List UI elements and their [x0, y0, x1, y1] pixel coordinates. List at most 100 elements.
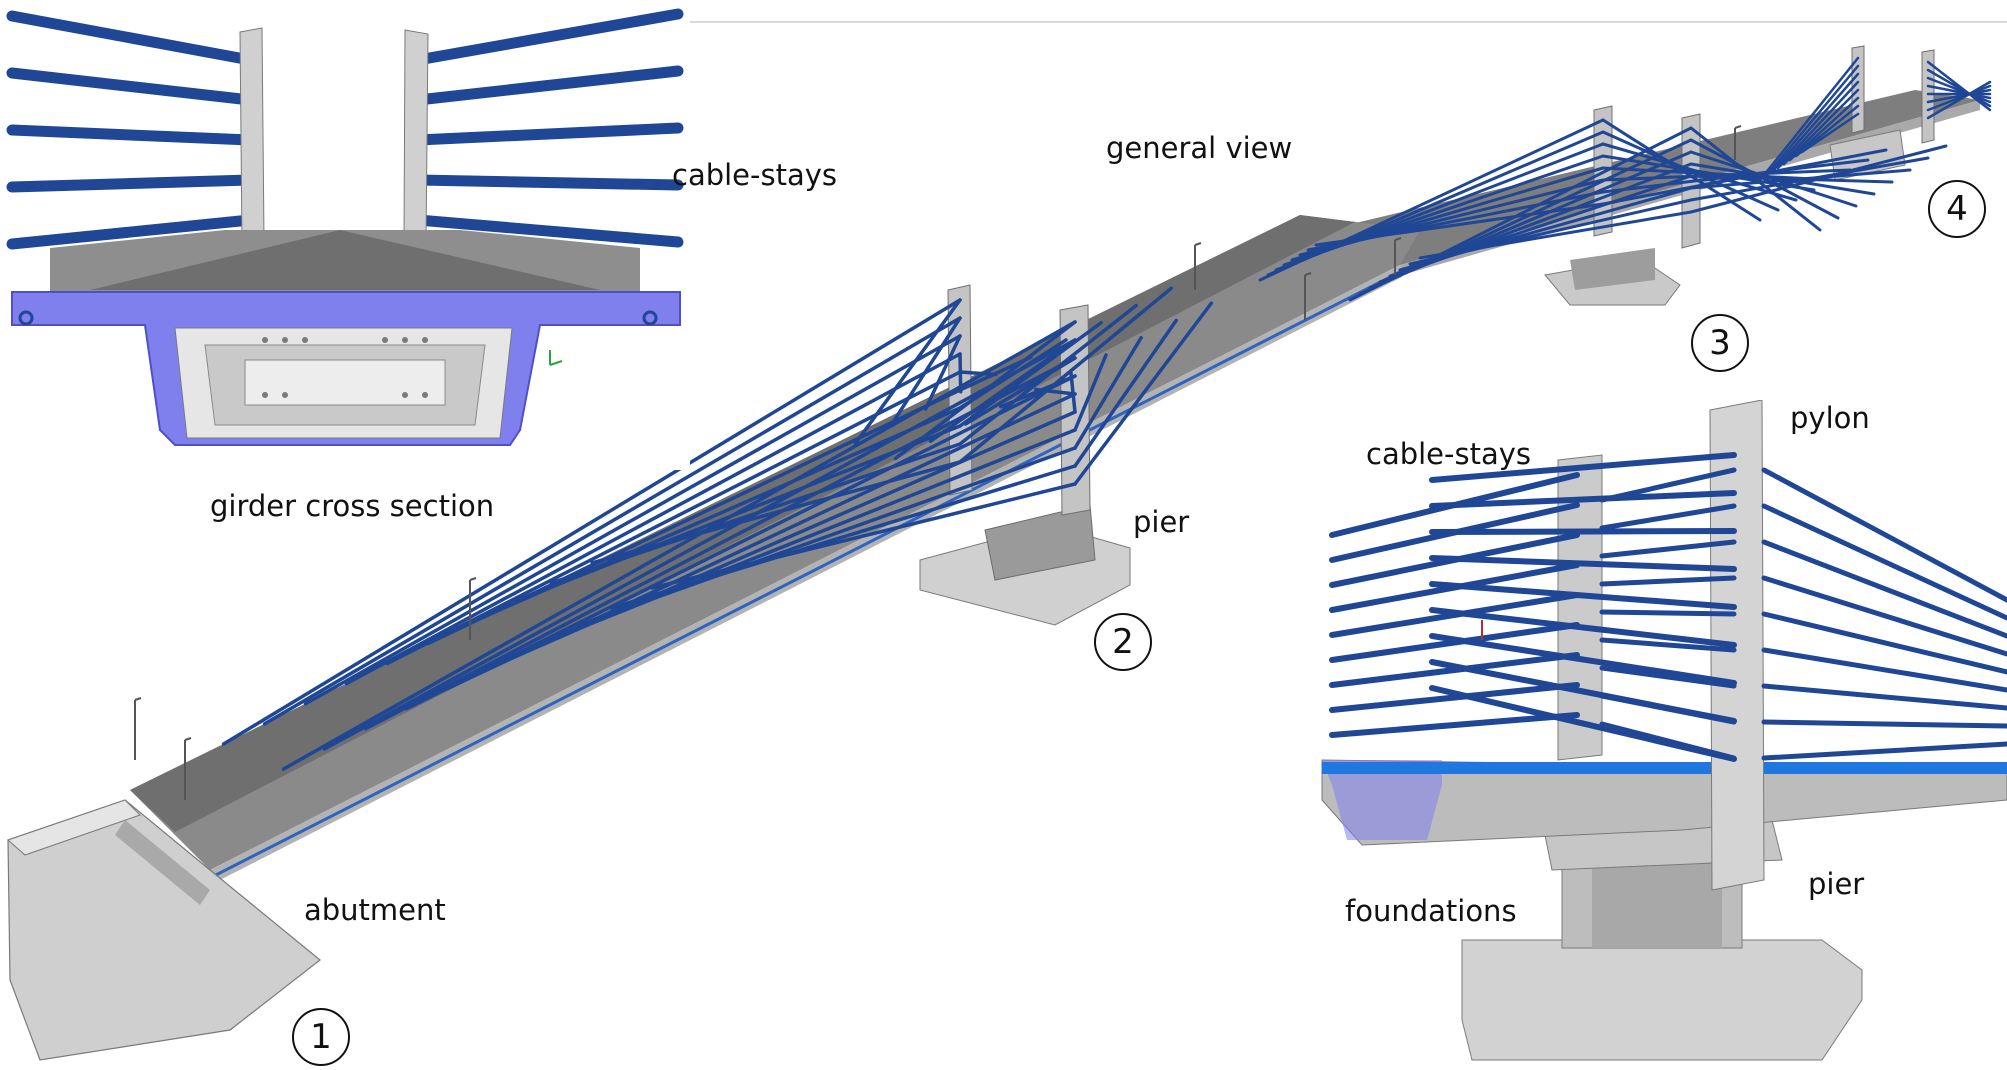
- cable-stay: [1689, 168, 1912, 190]
- label-cable-stays-top: cable-stays: [672, 158, 838, 192]
- cable-stay: [1599, 503, 1737, 531]
- label-abutment: abutment: [304, 893, 446, 927]
- label-pier-detail: pier: [1808, 867, 1865, 901]
- cable-stay: [1073, 301, 1214, 486]
- section-pylon-right: [403, 29, 429, 245]
- cable-stay: [1926, 60, 1992, 112]
- cable-stay: [1069, 370, 1077, 414]
- cable-stay: [1599, 539, 1737, 559]
- deck-main-top: [130, 215, 1355, 832]
- cable-stay: [6, 174, 256, 193]
- cable-stay: [1601, 148, 1888, 206]
- cable-stay: [1314, 202, 1605, 247]
- support-number-1: 1: [292, 1008, 350, 1066]
- cable-stay: [958, 370, 998, 377]
- cable-stay: [322, 338, 1077, 751]
- cable-stay: [1073, 353, 1108, 432]
- cable-stay: [1926, 68, 1992, 108]
- cable-stay: [404, 374, 1077, 711]
- cable-stay: [1761, 683, 2007, 711]
- cable-stay: [958, 338, 1068, 410]
- cable-stay: [262, 316, 962, 726]
- cable-stay: [1761, 647, 2007, 693]
- label-cable-stays-detail: cable-stays: [1366, 437, 1532, 471]
- cable-stay: [6, 67, 256, 106]
- cable-stay: [1926, 88, 1992, 104]
- cable-stay: [1761, 741, 2007, 761]
- cable-stay: [1689, 144, 1948, 214]
- cable-stay: [609, 464, 1077, 610]
- cable-stay: [1776, 80, 1860, 170]
- cable-stay: [1601, 158, 1870, 194]
- cable-stay: [958, 355, 1033, 392]
- cable-stay: [508, 424, 962, 605]
- cable-stay: [1599, 721, 1737, 761]
- cable-stay: [1761, 575, 2007, 657]
- label-girder-cross-section: girder cross section: [210, 489, 495, 523]
- cable-stay: [6, 10, 256, 66]
- cable-stay: [1073, 318, 1178, 468]
- top-divider-line: [690, 21, 2007, 23]
- support-number-2: 2: [1094, 613, 1152, 671]
- cable-stay: [344, 352, 962, 686]
- cable-stays-general: [221, 56, 1992, 771]
- cable-stay: [412, 122, 684, 146]
- cable-stay: [385, 370, 962, 666]
- cable-stay: [1926, 84, 1992, 100]
- cable-stay: [1408, 198, 1693, 266]
- cable-stay: [1073, 336, 1143, 450]
- cable-stay: [1429, 607, 1737, 648]
- cable-stay: [1782, 88, 1860, 166]
- cable-stay: [1429, 581, 1737, 610]
- lamp-posts: [134, 125, 1742, 800]
- section-pylon-left: [239, 27, 265, 245]
- cable-stay: [412, 65, 684, 106]
- cable-stay: [568, 446, 1077, 630]
- cable-stay: [549, 442, 962, 585]
- cable-stay: [1761, 719, 2007, 729]
- cable-stay: [1926, 80, 1992, 120]
- cable-stay: [1418, 210, 1693, 260]
- cable-stay: [1761, 503, 2007, 621]
- cable-stay: [1034, 387, 1077, 396]
- pylon-detail-inset: [1302, 400, 2007, 1070]
- cross-section-inset: [0, 0, 690, 470]
- cable-stay: [412, 8, 684, 66]
- cable-stay: [1329, 682, 1580, 713]
- cable-stay: [1329, 652, 1580, 688]
- label-pylon: pylon: [1790, 401, 1870, 435]
- cable-stay: [1429, 555, 1737, 572]
- cable-stay: [958, 286, 1174, 464]
- detail-girder: [1321, 759, 2007, 846]
- cable-stay: [1758, 56, 1860, 182]
- cable-stay: [1599, 609, 1737, 617]
- cable-stay: [1429, 633, 1737, 686]
- cable-stay: [1764, 64, 1860, 178]
- detail-section-highlight: [1322, 760, 1442, 840]
- cable-stay: [1429, 528, 1737, 535]
- cable-stays-section-view: [6, 8, 684, 250]
- cable-stay: [1770, 72, 1860, 174]
- cable-stay: [1800, 112, 1860, 154]
- label-pier-general: pier: [1133, 505, 1190, 539]
- detail-foundation-slab: [1461, 939, 1863, 1061]
- cable-stay: [6, 214, 256, 250]
- cable-stay: [1761, 611, 2007, 675]
- cable-stay: [923, 334, 962, 411]
- pylon-4b: [1921, 49, 1935, 144]
- support-number-3: 3: [1691, 314, 1749, 372]
- cable-stay: [1689, 156, 1930, 202]
- cable-stay: [412, 174, 684, 191]
- cable-stay: [6, 124, 256, 146]
- cable-stay: [958, 321, 1103, 428]
- cable-stay: [1429, 452, 1737, 483]
- cable-stay: [363, 356, 1077, 731]
- cable-stay: [1599, 637, 1737, 653]
- cable-stay: [1926, 84, 1992, 112]
- label-foundations: foundations: [1345, 894, 1517, 928]
- cable-stay: [1601, 168, 1852, 182]
- cable-stay: [1599, 665, 1737, 689]
- cable-stay: [1429, 490, 1737, 509]
- support-number-4: 4: [1928, 180, 1986, 238]
